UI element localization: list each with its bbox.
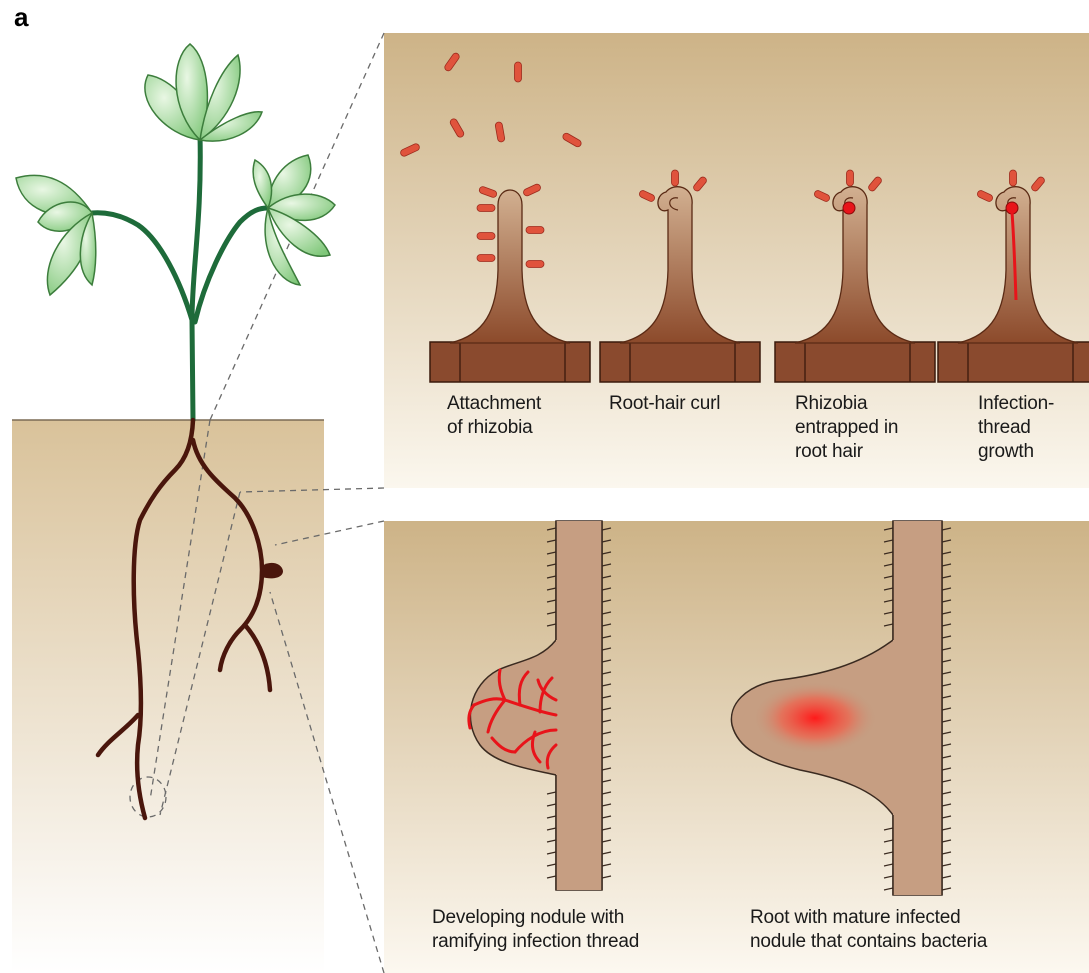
rhizobium xyxy=(847,170,854,186)
rhizobium xyxy=(1010,170,1017,186)
label-root-hair-curl: Root-hair curl xyxy=(609,392,720,416)
label-line: Infection- xyxy=(978,392,1054,416)
label-attachment: Attachment of rhizobia xyxy=(447,392,541,440)
rhizobium xyxy=(526,227,544,234)
label-line: Attachment xyxy=(447,392,541,416)
label-line: thread xyxy=(978,416,1054,440)
label-line: Root with mature infected xyxy=(750,906,987,930)
label-line: of rhizobia xyxy=(447,416,541,440)
label-line: Root-hair curl xyxy=(609,392,720,416)
label-line: root hair xyxy=(795,440,898,464)
label-line: ramifying infection thread xyxy=(432,930,639,954)
label-line: entrapped in xyxy=(795,416,898,440)
rhizobium xyxy=(477,205,495,212)
rhizobium xyxy=(672,170,679,186)
label-line: growth xyxy=(978,440,1054,464)
label-line: Developing nodule with xyxy=(432,906,639,930)
label-line: nodule that contains bacteria xyxy=(750,930,987,954)
label-rhizobia-entrapped: Rhizobia entrapped in root hair xyxy=(795,392,898,464)
bacteria-mass xyxy=(753,682,877,754)
label-infection-thread: Infection- thread growth xyxy=(978,392,1054,464)
label-line: Rhizobia xyxy=(795,392,898,416)
soil xyxy=(12,420,324,973)
rhizobium xyxy=(526,261,544,268)
label-developing-nodule: Developing nodule with ramifying infecti… xyxy=(432,906,639,954)
plant-stem xyxy=(92,135,268,420)
label-mature-nodule: Root with mature infected nodule that co… xyxy=(750,906,987,954)
leaves xyxy=(16,44,335,295)
rhizobium xyxy=(477,233,495,240)
rhizobium xyxy=(515,62,522,82)
rhizobium xyxy=(477,255,495,262)
